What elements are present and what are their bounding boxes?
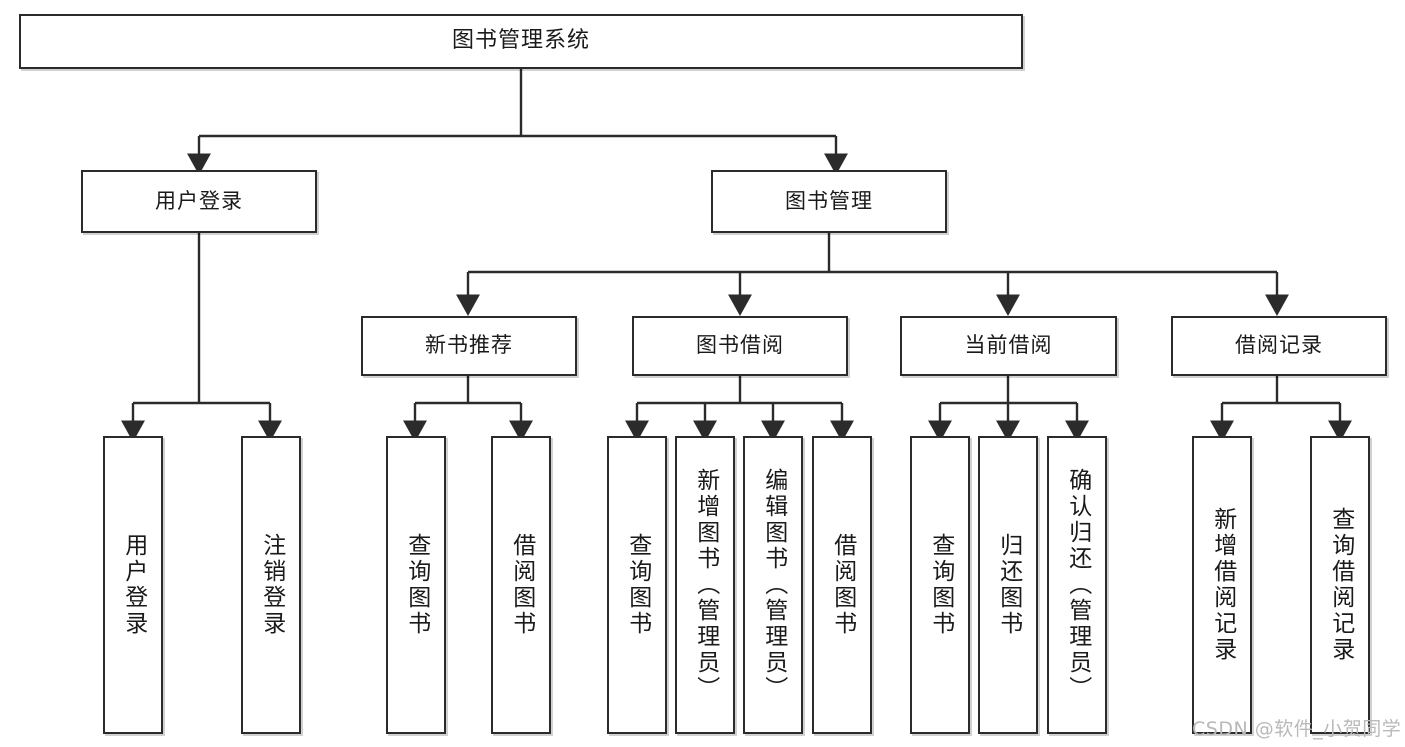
node-label: 查询图书 (927, 533, 954, 637)
node-label: 当前借阅 (964, 333, 1053, 358)
watermark-text: CSDN @软件_小贺同学 (1192, 718, 1402, 740)
leaf-borrow-record-query-record[interactable]: 查询借阅记录 (1310, 436, 1370, 734)
node-label: 新增借阅记录 (1209, 507, 1236, 663)
leaf-new-book-query-book[interactable]: 查询图书 (386, 436, 446, 734)
node-label: 查询图书 (403, 533, 430, 637)
node-label: 图书借阅 (696, 333, 784, 358)
node-label: 图书管理系统 (451, 28, 590, 54)
leaf-book-borrow-add-book-admin[interactable]: 新增图书（管理员） (675, 436, 735, 734)
node-book-borrow[interactable]: 图书借阅 (632, 316, 848, 376)
node-root-book-management-system[interactable]: 图书管理系统 (19, 14, 1023, 69)
leaf-book-borrow-query-book[interactable]: 查询图书 (607, 436, 667, 734)
leaf-current-borrow-confirm-return-admin[interactable]: 确认归还（管理员） (1047, 436, 1107, 734)
node-label: 用户登录 (120, 533, 147, 637)
node-label: 借阅图书 (829, 533, 856, 637)
node-borrow-record[interactable]: 借阅记录 (1171, 316, 1387, 376)
node-label: 图书管理 (785, 188, 873, 213)
node-label: 用户登录 (155, 188, 243, 213)
node-new-book-recommend[interactable]: 新书推荐 (361, 316, 577, 376)
node-label: 注销登录 (258, 533, 285, 637)
node-label: 新书推荐 (425, 333, 513, 358)
node-label: 归还图书 (995, 533, 1022, 637)
leaf-borrow-record-add-record[interactable]: 新增借阅记录 (1192, 436, 1252, 734)
node-label: 编辑图书（管理员） (760, 468, 787, 702)
node-current-borrow[interactable]: 当前借阅 (900, 316, 1117, 376)
leaf-user-login-logout[interactable]: 注销登录 (241, 436, 301, 734)
node-book-management[interactable]: 图书管理 (711, 170, 947, 233)
leaf-new-book-borrow-book[interactable]: 借阅图书 (491, 436, 551, 734)
leaf-user-login-login[interactable]: 用户登录 (103, 436, 163, 734)
leaf-book-borrow-edit-book-admin[interactable]: 编辑图书（管理员） (743, 436, 803, 734)
node-label: 借阅记录 (1235, 333, 1323, 358)
leaf-current-borrow-query-book[interactable]: 查询图书 (910, 436, 970, 734)
node-label: 新增图书（管理员） (692, 468, 719, 702)
node-label: 查询图书 (624, 533, 651, 637)
leaf-book-borrow-borrow-book[interactable]: 借阅图书 (812, 436, 872, 734)
leaf-current-borrow-return-book[interactable]: 归还图书 (978, 436, 1038, 734)
node-label: 查询借阅记录 (1327, 507, 1354, 663)
node-label: 借阅图书 (508, 533, 535, 637)
node-label: 确认归还（管理员） (1064, 468, 1091, 702)
node-user-login[interactable]: 用户登录 (81, 170, 317, 233)
